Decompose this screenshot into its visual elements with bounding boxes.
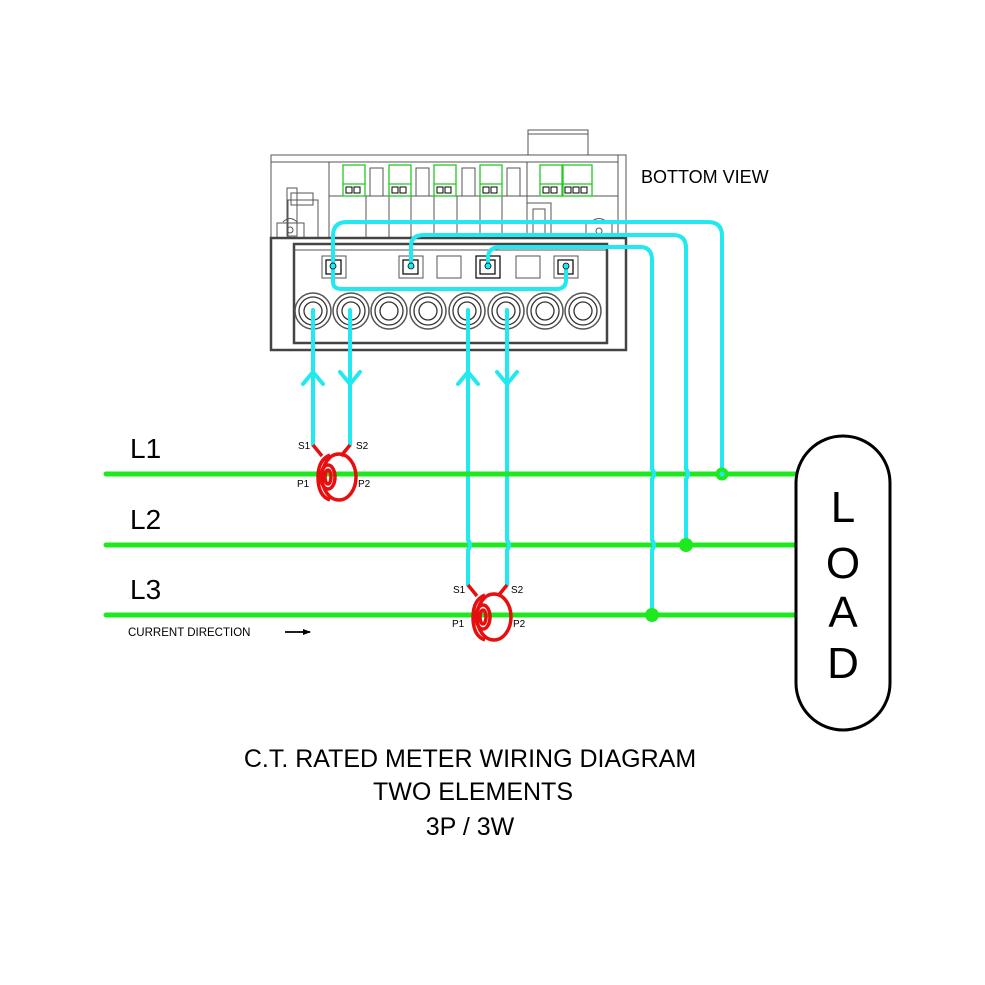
aux-terminal-block-6 (562, 164, 593, 197)
current-terminal-4 (409, 292, 447, 330)
load-letter-o: O (826, 539, 860, 588)
load-box: L O A D (794, 434, 892, 732)
aux-terminal-block-3 (433, 164, 457, 197)
current-transformer-1: S1 S2 P1 P2 (297, 441, 371, 502)
diagram-title-line3: 3P / 3W (426, 813, 515, 841)
current-direction-label: CURRENT DIRECTION (128, 627, 250, 639)
line-conductors (103, 467, 799, 622)
junction-dot-l2 (679, 538, 693, 552)
ct2-s1-label: S1 (453, 585, 466, 596)
current-transformer-2: S1 S2 P1 P2 (452, 583, 526, 642)
voltage-terminal-dot-4 (562, 262, 570, 270)
meter-terminal-block (292, 242, 609, 345)
ct1-s1-label: S1 (298, 441, 311, 452)
voltage-leads (331, 220, 724, 617)
diagram-title-line2: TWO ELEMENTS (373, 778, 573, 806)
ct2-s2-arrow-down-icon (495, 370, 519, 386)
meter-blank-terminal-2 (515, 255, 541, 279)
voltage-jumper-lead (331, 264, 568, 291)
junction-dot-l3 (645, 608, 659, 622)
ct1-s1-arrow-up-icon (301, 370, 325, 386)
current-terminal-7 (526, 292, 564, 330)
current-direction-arrow-icon (285, 629, 311, 635)
load-letter-l: L (831, 483, 855, 532)
ct2-s2-label: S2 (511, 585, 524, 596)
voltage-lead-l1 (331, 220, 724, 476)
load-letter-a: A (828, 588, 858, 637)
diagram-title-line1: C.T. RATED METER WIRING DIAGRAM (244, 745, 696, 773)
voltage-lead-l3 (486, 245, 656, 617)
load-letter-d: D (827, 639, 859, 688)
ct1-p2-label: P2 (358, 479, 371, 490)
meter-blank-terminal-1 (436, 255, 462, 279)
aux-terminal-block-4 (479, 164, 503, 197)
current-terminal-8 (564, 292, 602, 330)
voltage-terminal-dot-2 (407, 262, 415, 270)
meter-current-terminals (294, 292, 602, 330)
ct1-s2-arrow-down-icon (338, 370, 362, 386)
aux-terminal-block-2 (388, 164, 412, 197)
ct2-p1-label: P1 (452, 619, 465, 630)
line-label-l2: L2 (130, 504, 161, 535)
ct2-p2-label: P2 (513, 619, 526, 630)
voltage-lead-l2 (409, 233, 690, 547)
ct1-s2-label: S2 (356, 441, 369, 452)
meter-bottom-view (269, 129, 628, 352)
voltage-terminal-dot-3 (484, 262, 492, 270)
ct1-p1-label: P1 (297, 479, 310, 490)
line-label-l3: L3 (130, 574, 161, 605)
ct2-s1-arrow-up-icon (456, 370, 480, 386)
current-terminal-3 (370, 292, 408, 330)
line-label-l1: L1 (130, 433, 161, 464)
bottom-view-label: BOTTOM VIEW (641, 167, 769, 187)
meter-terminal-base (269, 236, 628, 352)
aux-terminal-block-1 (342, 164, 366, 197)
voltage-terminal-dot-1 (329, 262, 337, 270)
aux-terminal-block-5 (539, 164, 563, 197)
